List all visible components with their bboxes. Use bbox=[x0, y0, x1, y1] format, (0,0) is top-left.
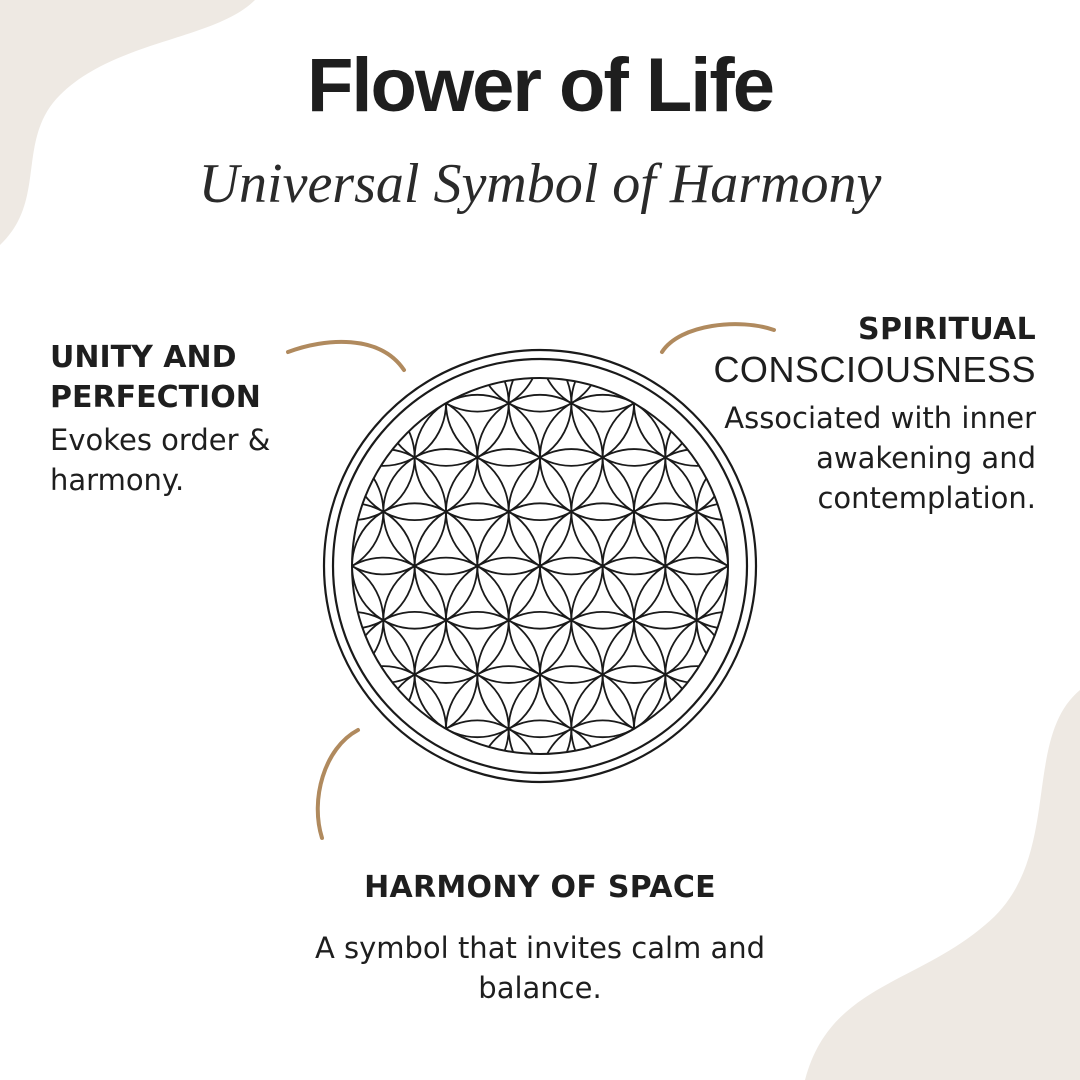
spiritual-heading: SPIRITUAL CONSCIOUSNESS bbox=[700, 310, 1036, 390]
petal-circle bbox=[413, 378, 541, 413]
harmony-desc-line1: A symbol that invites calm and bbox=[314, 931, 766, 965]
petal-circle bbox=[476, 719, 604, 754]
swoosh-top-right bbox=[660, 322, 776, 354]
harmony-heading: HARMONY OF SPACE bbox=[364, 870, 716, 905]
petal-circle bbox=[664, 502, 728, 630]
petal-grid bbox=[352, 378, 728, 754]
page-subtitle: Universal Symbol of Harmony bbox=[198, 153, 882, 215]
page-title: Flower of Life bbox=[307, 43, 775, 128]
spiritual-desc-line3: contemplation. bbox=[817, 481, 1036, 515]
harmony-description: A symbol that invites calm and balance. bbox=[290, 928, 790, 1008]
petal-circle bbox=[352, 378, 447, 467]
label-harmony-of-space: HARMONY OF SPACE A symbol that invites c… bbox=[290, 868, 790, 1008]
bottom-right-blob bbox=[805, 690, 1080, 1080]
petal-circle bbox=[539, 719, 667, 754]
harmony-desc-line2: balance. bbox=[478, 971, 602, 1005]
unity-heading-line2: PERFECTION bbox=[50, 380, 261, 415]
swoosh-top-left bbox=[286, 339, 406, 372]
petal-circle bbox=[352, 665, 447, 754]
petal-circle bbox=[352, 502, 416, 630]
spiritual-heading-line2: CONSCIOUSNESS bbox=[713, 349, 1036, 390]
unity-heading-line1: UNITY AND bbox=[50, 340, 237, 375]
spiritual-heading-line1: SPIRITUAL bbox=[858, 312, 1036, 347]
inner-ring bbox=[331, 357, 749, 775]
petal-circle bbox=[476, 378, 604, 413]
petal-circle bbox=[633, 665, 728, 754]
swoosh-bottom-left bbox=[315, 728, 360, 840]
petal-circle bbox=[413, 719, 541, 754]
label-unity-perfection: UNITY AND PERFECTION Evokes order & harm… bbox=[50, 338, 330, 500]
spiritual-desc-line2: awakening and bbox=[816, 441, 1036, 475]
spiritual-description: Associated with inner awakening and cont… bbox=[700, 398, 1036, 518]
flower-of-life-symbol bbox=[322, 348, 758, 784]
unity-description: Evokes order & harmony. bbox=[50, 420, 330, 500]
top-left-blob bbox=[0, 0, 255, 245]
spiritual-desc-line1: Associated with inner bbox=[724, 401, 1036, 435]
petal-circle bbox=[539, 378, 667, 413]
outer-ring bbox=[322, 348, 758, 784]
unity-desc-line1: Evokes order & bbox=[50, 423, 271, 457]
unity-desc-line2: harmony. bbox=[50, 463, 185, 497]
unity-heading: UNITY AND PERFECTION bbox=[50, 338, 330, 418]
label-spiritual-consciousness: SPIRITUAL CONSCIOUSNESS Associated with … bbox=[700, 310, 1036, 518]
